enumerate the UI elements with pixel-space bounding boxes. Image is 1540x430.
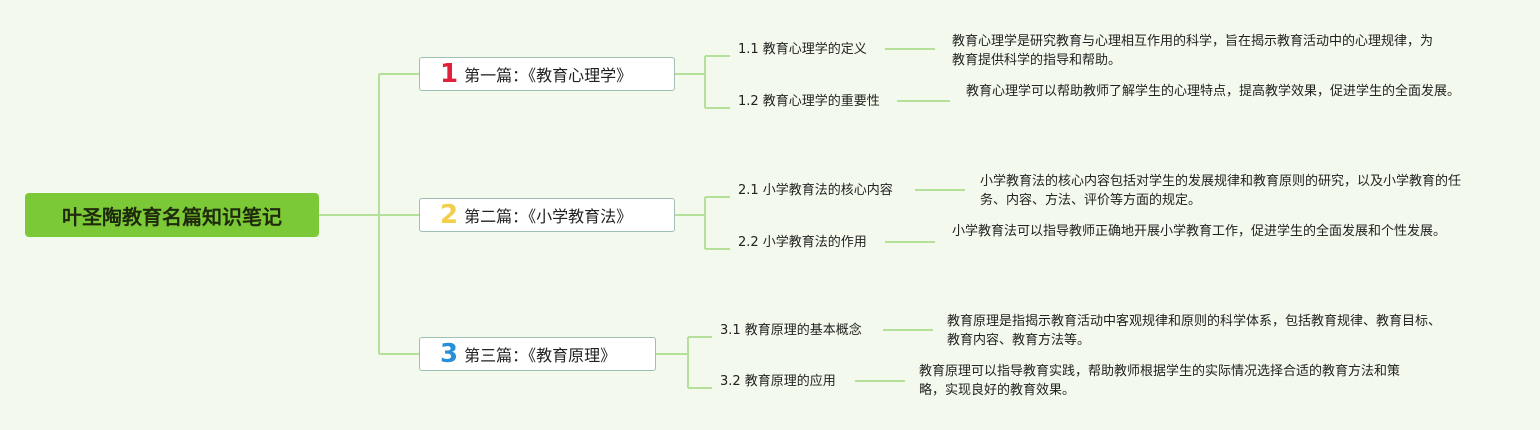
chapter-number-2: 2 [440, 200, 459, 230]
subtopic-3-2[interactable]: 3.2 教育原理的应用 [720, 374, 836, 389]
chapter-title-3: 第三篇：《教育原理》 [464, 346, 617, 365]
subtopic-1-2[interactable]: 1.2 教育心理学的重要性 [738, 94, 880, 109]
chapter-number-1: 1 [440, 59, 459, 89]
root-title: 叶圣陶教育名篇知识笔记 [62, 204, 282, 229]
description-2-2: 小学教育法可以指导教师正确地开展小学教育工作，促进学生的全面发展和个性发展。 [952, 224, 1447, 239]
description-2-1: 小学教育法的核心内容包括对学生的发展规律和教育原则的研究，以及小学教育的任务、内… [980, 174, 1462, 208]
connector-ch2-sub1 [705, 189, 965, 198]
chapter-title-1: 第一篇：《教育心理学》 [464, 66, 633, 85]
subtopic-2-1[interactable]: 2.1 小学教育法的核心内容 [738, 183, 893, 198]
connector-ch1-sub1 [705, 48, 935, 57]
chapter-number-3: 3 [440, 339, 459, 369]
description-3-2: 教育原理可以指导教育实践，帮助教师根据学生的实际情况选择合适的教育方法和策略，实… [919, 364, 1401, 398]
chapter-node-3[interactable]: 3 第三篇：《教育原理》 [419, 337, 656, 371]
root-node[interactable]: 叶圣陶教育名篇知识笔记 [25, 193, 319, 237]
chapter-node-2[interactable]: 2 第二篇：《小学教育法》 [419, 198, 675, 232]
subtopic-2-2[interactable]: 2.2 小学教育法的作用 [738, 235, 867, 250]
chapter-node-1[interactable]: 1 第一篇：《教育心理学》 [419, 57, 675, 91]
connector-ch2-sub2 [705, 241, 935, 250]
subtopic-1-1[interactable]: 1.1 教育心理学的定义 [738, 42, 867, 57]
description-3-1: 教育原理是指揭示教育活动中客观规律和原则的科学体系，包括教育规律、教育目标、教育… [947, 314, 1442, 348]
description-1-2: 教育心理学可以帮助教师了解学生的心理特点，提高教学效果，促进学生的全面发展。 [966, 84, 1461, 99]
chapter-title-2: 第二篇：《小学教育法》 [464, 207, 633, 226]
description-1-1: 教育心理学是研究教育与心理相互作用的科学，旨在揭示教育活动中的心理规律，为教育提… [952, 34, 1434, 68]
connector-ch3-sub2 [688, 380, 905, 389]
subtopic-3-1[interactable]: 3.1 教育原理的基本概念 [720, 323, 862, 338]
connector-ch3-sub1 [688, 329, 933, 338]
connector-ch1-sub2 [705, 100, 950, 109]
